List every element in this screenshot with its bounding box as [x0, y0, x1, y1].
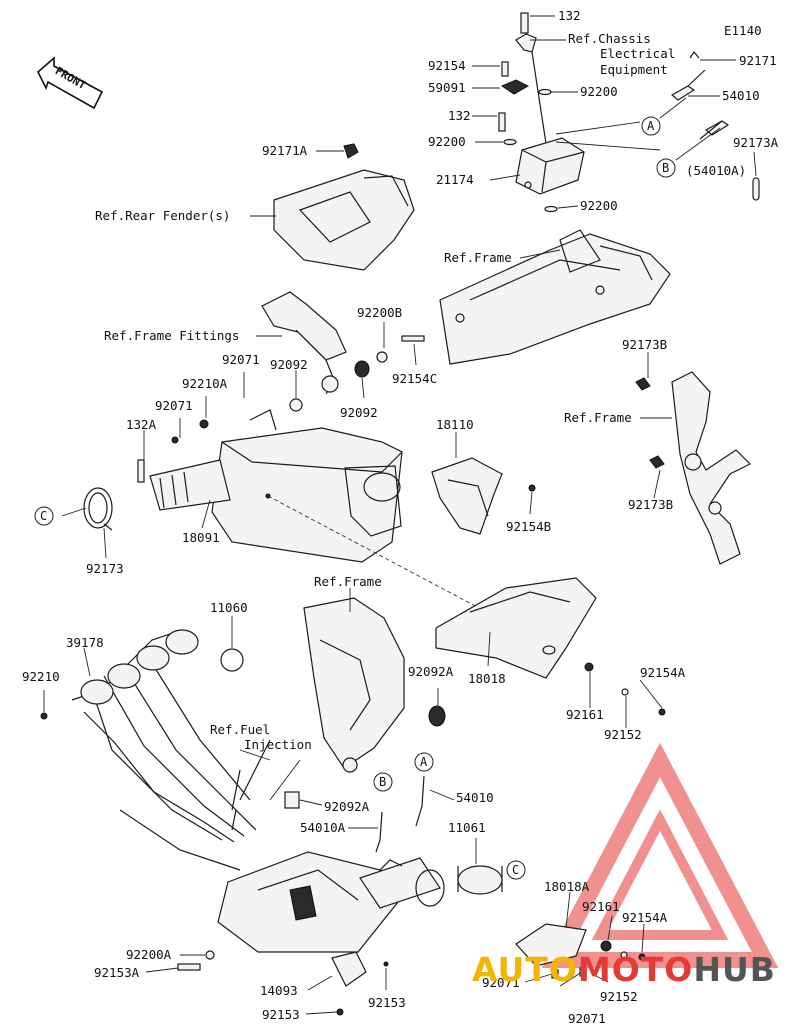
part-label-92171: 92171: [739, 53, 777, 68]
ref-rear-fender: Ref.Rear Fender(s): [95, 208, 231, 223]
part-label-18091: 18091: [182, 530, 220, 545]
frame-mid-outline: [303, 597, 446, 773]
ref-frame-top: Ref.Frame: [444, 250, 512, 265]
part-label-92153-a: 92153: [368, 995, 406, 1010]
part-label-92092A-a: 92092A: [408, 664, 454, 679]
part-label-92092-b: 92092: [340, 405, 378, 420]
watermark-wordmark: AUTOMOTOHUB: [472, 950, 776, 989]
part-label-92200A: 92200A: [126, 947, 172, 962]
part-label-92200B: 92200B: [357, 305, 403, 320]
part-label-92210A: 92210A: [182, 376, 228, 391]
rear-fender-outline: [273, 143, 415, 271]
watermark-part-hub: HUB: [693, 950, 776, 989]
part-label-18110: 18110: [436, 417, 474, 432]
part-label-59091: 59091: [428, 80, 466, 95]
callout-b-top: B: [656, 158, 676, 178]
part-label-92152-a: 92152: [604, 727, 642, 742]
svg-text:A: A: [420, 755, 428, 769]
part-label-92173B-a: 92173B: [622, 337, 668, 352]
part-label-132A: 132A: [126, 417, 157, 432]
watermark-part-moto: MOTO: [577, 950, 694, 989]
diagram-code: E1140: [724, 23, 762, 38]
exhaust-header-pipes: [40, 629, 257, 871]
part-label-92153A: 92153A: [94, 965, 140, 980]
part-label-92092-a: 92092: [270, 357, 308, 372]
svg-text:B: B: [379, 775, 386, 789]
part-label-92173: 92173: [86, 561, 124, 576]
frame-fittings-bracket: [261, 291, 425, 412]
svg-text:C: C: [512, 863, 519, 877]
part-label-21174: 21174: [436, 172, 474, 187]
part-label-92161-a: 92161: [566, 707, 604, 722]
part-label-11060: 11060: [210, 600, 248, 615]
svg-text:C: C: [40, 509, 47, 523]
part-label-54010A: 54010A: [300, 820, 346, 835]
electrical-connectors: [555, 50, 760, 201]
leader-lines: [43, 15, 757, 1015]
part-label-54010: 54010: [456, 790, 494, 805]
part-label-92161-b: 92161: [582, 899, 620, 914]
part-label-92200-c: 92200: [580, 198, 618, 213]
watermark-triangle-logo: [541, 742, 779, 968]
svg-text:A: A: [647, 119, 655, 133]
ref-chassis-line-1: Ref.Chassis: [568, 31, 651, 46]
part-label-132: 132: [558, 8, 581, 23]
muffler-body-18091: [137, 409, 546, 644]
lower-muffler-body: [177, 739, 445, 1016]
part-label-92092A-b: 92092A: [324, 799, 370, 814]
ref-chassis-line-3: Equipment: [600, 62, 668, 77]
watermark-part-auto: AUTO: [472, 950, 578, 989]
heat-guard-18110: [431, 457, 536, 535]
part-label-92071-c: 92071: [482, 975, 520, 990]
callout-c-bottom: C: [506, 860, 526, 880]
part-label-132-mid: 132: [448, 108, 471, 123]
ecu-bracket-21174: [498, 12, 585, 213]
part-label-92153-b: 92153: [262, 1007, 300, 1022]
part-label-92210: 92210: [22, 669, 60, 684]
callout-c-left: C: [34, 506, 54, 526]
front-direction-arrow-icon: FRONT: [37, 56, 104, 110]
svg-text:B: B: [662, 161, 669, 175]
part-label-92173B-b: 92173B: [628, 497, 674, 512]
part-label-92071-a: 92071: [222, 352, 260, 367]
part-label-92154: 92154: [428, 58, 466, 73]
part-label-11061: 11061: [448, 820, 486, 835]
ref-fuel-line-1: Ref.Fuel: [210, 722, 271, 737]
part-label-18018A: 18018A: [544, 879, 590, 894]
callout-a-bottom: A: [414, 752, 434, 772]
part-label-18018: 18018: [468, 671, 506, 686]
part-label-54010A-paren: (54010A): [686, 163, 747, 178]
part-label-92171A: 92171A: [262, 143, 308, 158]
part-label-92173A: 92173A: [733, 135, 779, 150]
part-label-92071-b: 92071: [155, 398, 193, 413]
ref-frame-right: Ref.Frame: [564, 410, 632, 425]
ref-frame-mid: Ref.Frame: [314, 574, 382, 589]
part-label-92152-b: 92152: [600, 989, 638, 1004]
part-label-92154A-b: 92154A: [622, 910, 668, 925]
part-label-14093: 14093: [260, 983, 298, 998]
part-label-39178: 39178: [66, 635, 104, 650]
ref-chassis-line-2: Electrical: [600, 46, 676, 61]
part-label-92200-a: 92200: [580, 84, 618, 99]
o2-sensors: [284, 775, 503, 895]
part-label-92154B: 92154B: [506, 519, 552, 534]
frame-top-outline: [439, 229, 671, 365]
frame-right-bracket: [635, 371, 752, 565]
part-label-92071-d: 92071: [568, 1011, 606, 1026]
callout-a-top: A: [641, 116, 661, 136]
ref-fuel-line-2: Injection: [244, 737, 312, 752]
heat-cover-18018: [435, 577, 666, 716]
callout-b-bottom: B: [373, 772, 393, 792]
ref-frame-fittings: Ref.Frame Fittings: [104, 328, 240, 343]
part-label-92200-b: 92200: [428, 134, 466, 149]
part-label-92154C: 92154C: [392, 371, 438, 386]
clamp-92173: [83, 487, 113, 531]
part-label-54010-paren: 54010: [722, 88, 760, 103]
part-label-92154A-a: 92154A: [640, 665, 686, 680]
